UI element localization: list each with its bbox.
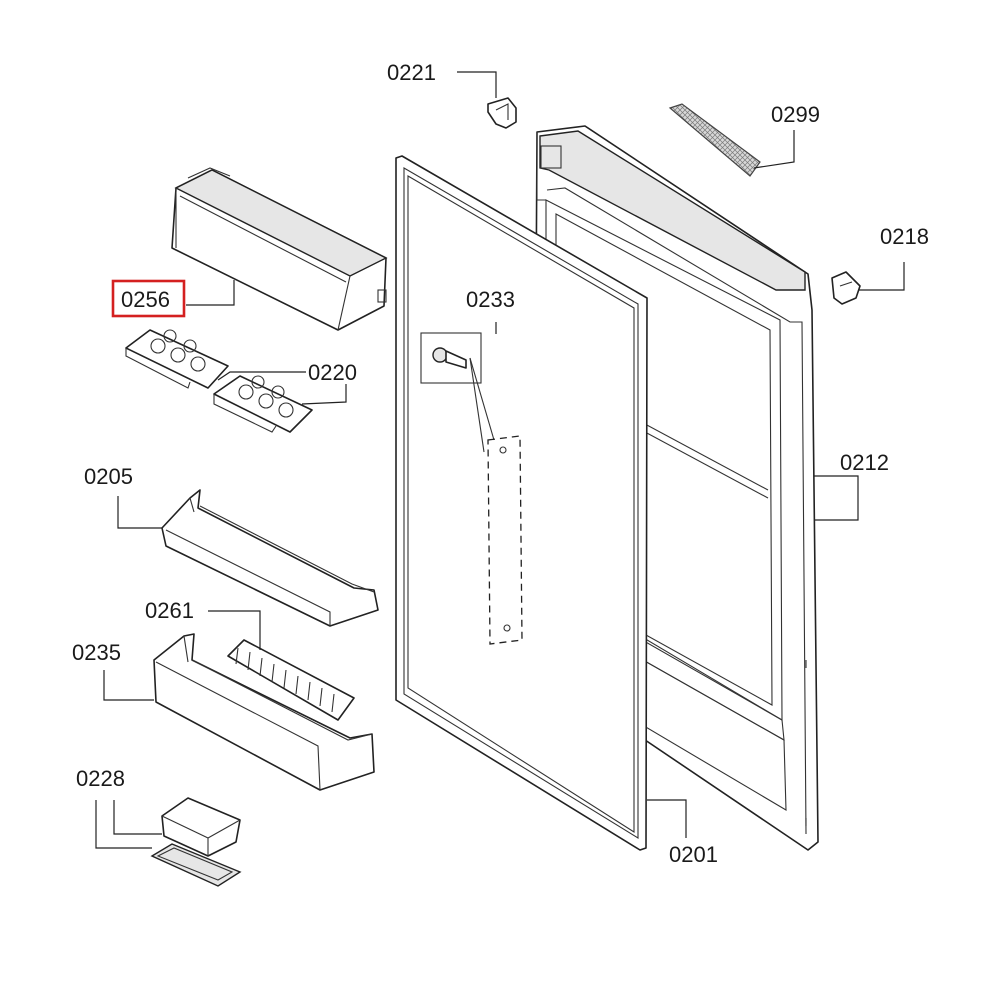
clip-0221[interactable] xyxy=(487,97,517,129)
label-0256[interactable]: 0256 xyxy=(121,287,170,312)
leader-lines xyxy=(95,71,905,849)
label-0221: 0221 xyxy=(387,60,436,85)
hinge-strip-dashed xyxy=(487,435,523,645)
butter-shelf-0256[interactable] xyxy=(171,167,388,331)
label-0299: 0299 xyxy=(771,102,820,127)
bottle-shelf-0235[interactable] xyxy=(153,633,375,791)
label-0201: 0201 xyxy=(669,842,718,867)
highlight-box-0256 xyxy=(111,279,186,318)
label-0220: 0220 xyxy=(308,360,357,385)
pin-0233[interactable] xyxy=(420,332,495,453)
egg-tray-0220-b[interactable] xyxy=(213,375,313,433)
clip-0218[interactable] xyxy=(831,271,861,305)
pad-0299[interactable] xyxy=(668,103,761,177)
small-box-0228[interactable] xyxy=(150,797,242,887)
door-shelf-0205[interactable] xyxy=(161,489,379,627)
door-gasket-0201[interactable] xyxy=(395,155,648,851)
label-0212: 0212 xyxy=(840,450,889,475)
egg-tray-0220-a[interactable] xyxy=(125,329,229,389)
label-0261: 0261 xyxy=(145,598,194,623)
label-0218: 0218 xyxy=(880,224,929,249)
label-0233: 0233 xyxy=(466,287,515,312)
label-0205: 0205 xyxy=(84,464,133,489)
label-0228: 0228 xyxy=(76,766,125,791)
label-0235: 0235 xyxy=(72,640,121,665)
divider-0261[interactable] xyxy=(227,639,355,721)
